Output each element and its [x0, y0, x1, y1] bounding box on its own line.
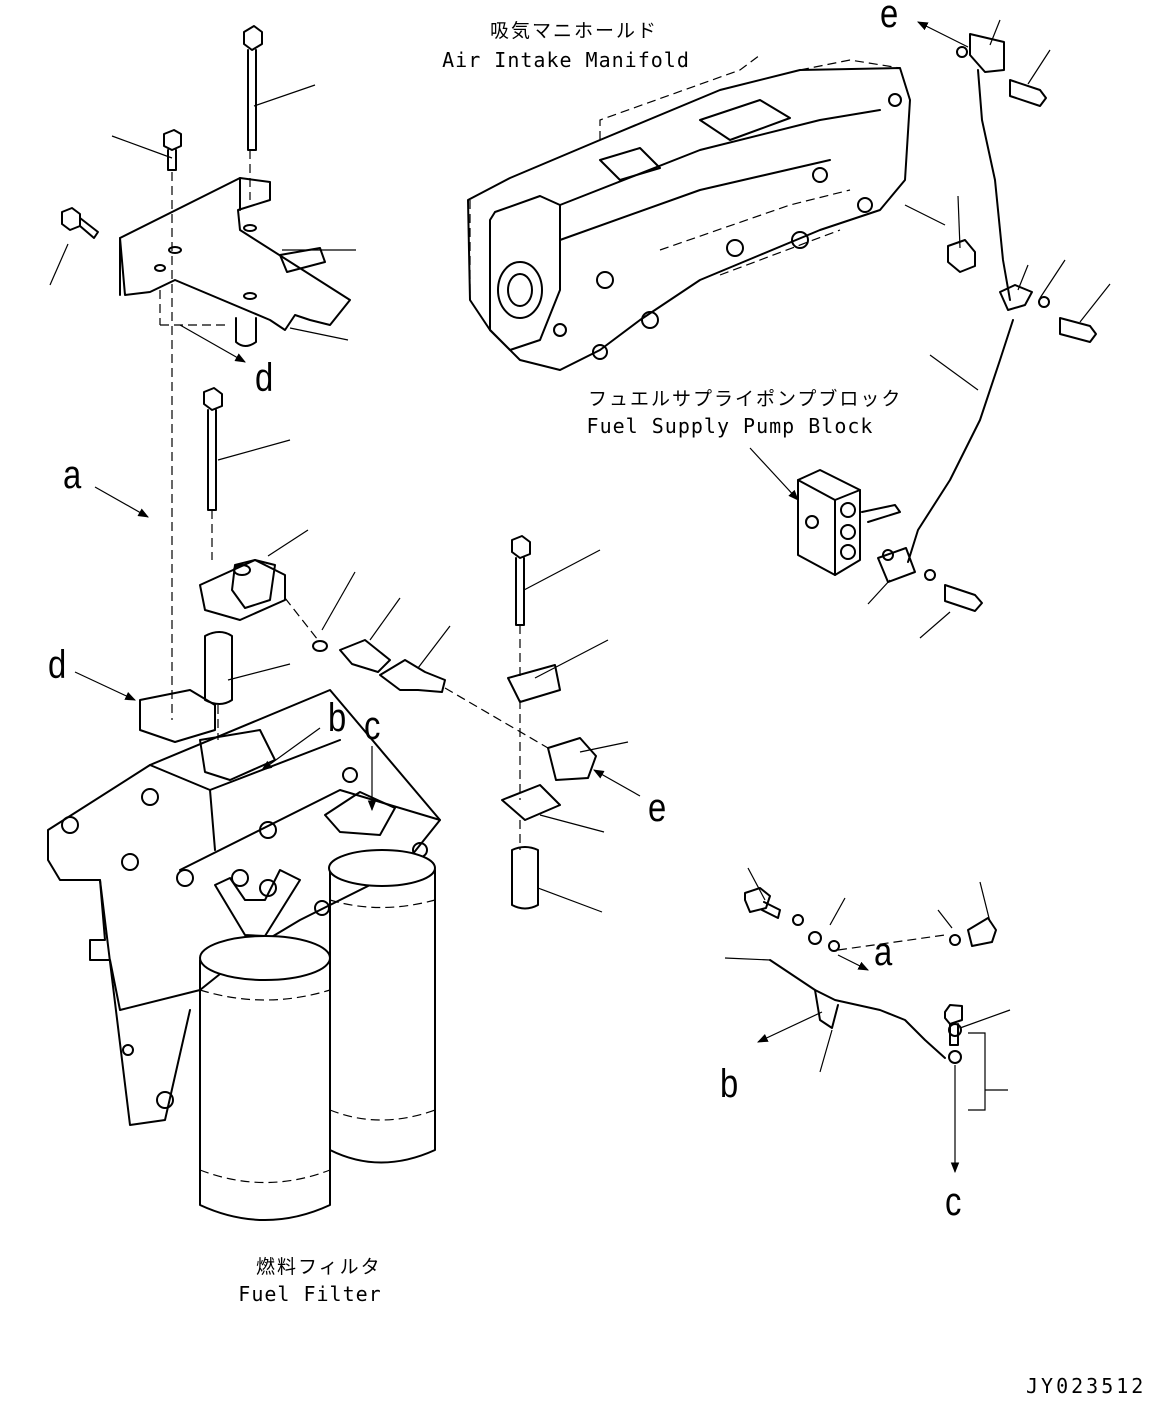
air-intake-manifold-label-en: Air Intake Manifold [442, 48, 690, 72]
fuel-supply-pump-block-label-en: Fuel Supply Pump Block [586, 414, 874, 438]
fuel-filter-label-en: Fuel Filter [238, 1282, 382, 1306]
fuel-supply-pump-block-label-jp: フュエルサプライポンプブロック [588, 388, 903, 410]
bracket-assembly [119, 177, 351, 347]
fuel-lines [769, 69, 1014, 1059]
fittings [199, 33, 1050, 1064]
bolts [61, 25, 1097, 1046]
air-intake-manifold-label-jp: 吸気マニホールド [490, 20, 659, 42]
leader-lines [49, 19, 1111, 1111]
ref-letter-c-mid: c [364, 704, 381, 748]
air-intake-manifold [467, 54, 946, 371]
ref-letter-e-top: e [880, 0, 899, 36]
ref-letter-a-left: a [63, 453, 82, 497]
ref-letter-d-upper: d [255, 356, 274, 400]
fuel-filter-label-jp: 燃料フィルタ [256, 1256, 382, 1278]
ref-letter-b-mid: b [328, 696, 347, 740]
ref-letter-b-right: b [720, 1062, 739, 1106]
ref-letter-d-left: d [48, 643, 67, 687]
ref-letter-e-mid: e [648, 786, 667, 830]
fuel-supply-pump-block [797, 469, 901, 576]
ref-letter-a-right: a [874, 930, 893, 974]
fuel-filter [47, 689, 441, 1221]
ref-letter-c-right: c [945, 1180, 962, 1224]
drawing-code: JY023512 [1026, 1374, 1147, 1398]
reference-arrows [74, 21, 969, 1174]
